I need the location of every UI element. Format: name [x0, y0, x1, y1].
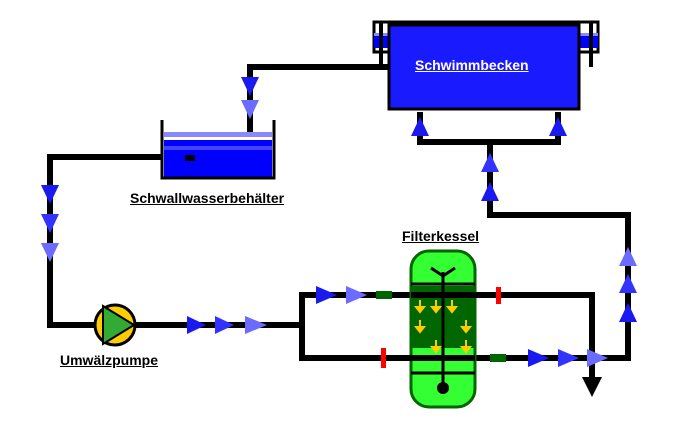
pool — [372, 20, 600, 111]
surge-tank — [160, 120, 276, 180]
flow-arrow — [41, 243, 59, 262]
valve-icon — [496, 287, 501, 304]
flow-arrow — [245, 316, 267, 334]
valves — [376, 287, 506, 368]
flow-arrow — [549, 117, 567, 136]
pipe-tank-to-pump — [47, 154, 193, 328]
valve-icon — [376, 291, 392, 299]
flow-arrow — [215, 316, 234, 334]
flow-arrow — [619, 247, 637, 266]
pump-label: Umwälzpumpe — [60, 352, 159, 368]
flow-arrow — [558, 349, 579, 367]
valve-icon — [490, 354, 506, 362]
flow-arrow — [481, 153, 499, 172]
flow-arrow — [528, 349, 549, 367]
pump-icon — [93, 303, 137, 347]
flow-arrow — [587, 349, 608, 367]
flow-arrow — [187, 316, 206, 334]
flow-arrow — [619, 303, 637, 322]
flow-arrow — [619, 274, 637, 293]
filter-vessel — [409, 249, 477, 409]
flow-arrows — [41, 77, 637, 397]
flow-arrow — [346, 286, 367, 304]
pool-label: Schwimmbecken — [415, 57, 529, 73]
pipes — [47, 64, 631, 378]
flow-arrow — [481, 182, 499, 201]
flow-arrow — [41, 214, 59, 233]
flow-arrow — [41, 185, 59, 204]
flow-arrow — [582, 377, 602, 397]
flow-arrow — [316, 286, 337, 304]
flow-arrow — [241, 77, 259, 96]
flow-arrow — [411, 117, 429, 136]
filter-label: Filterkessel — [402, 228, 480, 244]
valve-icon — [381, 348, 386, 368]
flow-arrow — [241, 100, 259, 119]
filter-flow-arrows — [413, 300, 473, 354]
surge-tank-label: Schwallwasserbehälter — [130, 190, 285, 206]
